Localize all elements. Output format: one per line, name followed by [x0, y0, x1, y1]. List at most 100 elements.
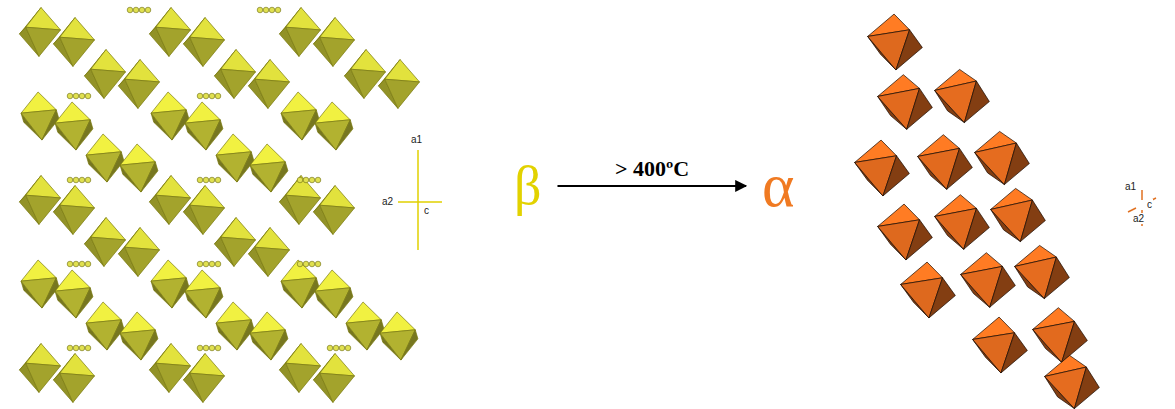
atom-sphere — [197, 345, 203, 351]
octahedron-face — [1020, 200, 1045, 242]
atom-sphere — [297, 261, 303, 267]
atom-sphere — [73, 345, 79, 351]
octahedron-face — [907, 88, 933, 129]
octahedron — [250, 312, 288, 360]
reaction-arrow — [557, 185, 746, 187]
octahedron-face — [206, 288, 223, 318]
atom-sphere — [345, 345, 351, 351]
octahedron — [151, 92, 189, 140]
octahedron-face — [271, 162, 288, 192]
atom-sphere — [275, 7, 281, 13]
octahedron — [878, 75, 933, 130]
axis-line — [398, 201, 442, 203]
octahedron — [86, 302, 124, 350]
octahedron-face — [221, 218, 256, 240]
axis-symbols — [398, 150, 1156, 250]
octahedron — [118, 228, 159, 277]
beta-framework — [19, 7, 419, 402]
atom-sphere — [209, 261, 215, 267]
atom-sphere — [339, 345, 345, 351]
octahedron — [281, 260, 319, 308]
octahedron-face — [221, 50, 256, 72]
octahedron-face — [141, 162, 158, 192]
octahedron — [868, 14, 923, 70]
atom-sphere — [67, 345, 73, 351]
octahedron — [84, 218, 125, 267]
octahedron — [1045, 355, 1100, 408]
octahedron — [991, 188, 1046, 241]
atom-sphere — [327, 345, 333, 351]
octahedron — [918, 135, 973, 190]
octahedron — [961, 253, 1016, 308]
octahedron-face — [255, 79, 290, 108]
atom-sphere — [73, 261, 79, 267]
octahedron-face — [190, 373, 225, 402]
atom-sphere — [197, 261, 203, 267]
axis-label: a2 — [381, 196, 394, 207]
octahedron-face — [91, 218, 126, 240]
octahedron — [878, 204, 933, 260]
octahedron-face — [156, 176, 191, 198]
atom-row — [297, 177, 321, 183]
octahedron — [315, 270, 353, 318]
octahedron — [935, 69, 990, 122]
octahedron — [975, 131, 1030, 184]
atom-sphere — [67, 177, 73, 183]
octahedron-face — [320, 373, 355, 402]
octahedron — [216, 134, 254, 182]
axis-label: a2 — [1132, 213, 1145, 224]
octahedron — [250, 144, 288, 192]
octahedron — [55, 270, 93, 318]
atom-row — [327, 345, 351, 351]
octahedron — [185, 102, 223, 150]
octahedron-face — [255, 228, 290, 250]
phase-symbol: α — [762, 153, 794, 218]
octahedron — [183, 18, 224, 67]
axis-label: a1 — [1124, 181, 1137, 192]
octahedron — [53, 354, 94, 403]
octahedron — [19, 344, 60, 393]
atom-sphere — [79, 345, 85, 351]
atom-sphere — [315, 177, 321, 183]
atom-sphere — [203, 345, 209, 351]
octahedron-face — [255, 60, 290, 82]
atom-sphere — [79, 93, 85, 99]
octahedron-face — [320, 354, 355, 376]
atom-sphere — [85, 345, 91, 351]
atom-sphere — [145, 7, 151, 13]
atom-row — [197, 177, 221, 183]
octahedron — [149, 344, 190, 393]
octahedron-face — [286, 176, 321, 198]
octahedron-face — [26, 176, 61, 198]
atom-row — [67, 261, 91, 267]
octahedron-face — [76, 120, 93, 150]
octahedron — [1033, 308, 1088, 363]
octahedron — [973, 317, 1028, 373]
octahedron — [53, 186, 94, 235]
octahedron-face — [929, 278, 955, 318]
octahedron — [313, 186, 354, 235]
octahedron — [151, 260, 189, 308]
atom-sphere — [79, 261, 85, 267]
octahedron-face — [125, 228, 160, 250]
atom-sphere — [85, 261, 91, 267]
octahedron-face — [125, 60, 160, 82]
octahedron-face — [206, 120, 223, 150]
atom-sphere — [139, 7, 145, 13]
octahedron — [118, 60, 159, 109]
atom-row — [197, 261, 221, 267]
octahedron-face — [964, 208, 990, 249]
octahedron-face — [896, 30, 922, 70]
octahedron-face — [286, 344, 321, 366]
octahedron — [183, 354, 224, 403]
octahedron-face — [1001, 333, 1027, 373]
octahedron — [21, 92, 59, 140]
atom-sphere — [303, 261, 309, 267]
atom-sphere — [73, 177, 79, 183]
octahedron-face — [141, 330, 158, 360]
octahedron — [380, 312, 418, 360]
octahedron — [279, 344, 320, 393]
atom-sphere — [269, 7, 275, 13]
atom-row — [257, 7, 281, 13]
octahedron-face — [190, 18, 225, 40]
